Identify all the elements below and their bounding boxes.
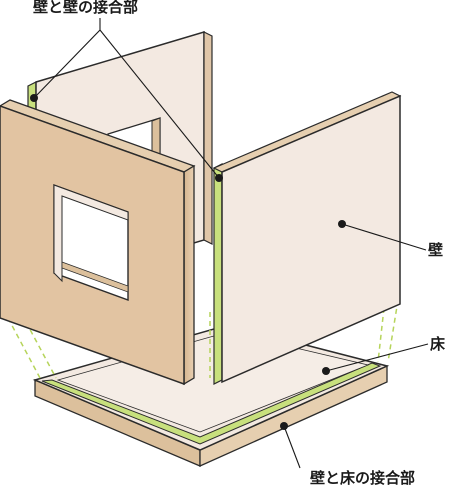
left-wall-window-depth	[53, 184, 129, 283]
right-wall-joint-edge	[213, 163, 223, 385]
left-wall-side-edge	[183, 164, 195, 386]
right-wall-face	[221, 94, 401, 384]
back-wall-side-edge	[203, 31, 213, 245]
dot-floor-joint	[280, 422, 288, 430]
right-wall-panel	[212, 91, 402, 385]
dot-wall	[338, 220, 346, 228]
floor-joint-strip	[41, 362, 382, 445]
leader-dots	[30, 94, 346, 430]
guide-left-outer	[7, 317, 41, 379]
guide-right-outer	[377, 307, 385, 363]
label-wall: 壁	[428, 241, 444, 259]
leader-lines	[33, 18, 429, 469]
window-view-floor	[61, 261, 129, 293]
leader-top-to-right-joint	[99, 29, 220, 179]
guide-right-inner	[387, 299, 399, 363]
dot-floor	[322, 367, 330, 375]
leader-floor	[325, 343, 429, 372]
dot-back-joint	[30, 94, 38, 102]
label-wall-wall-joint: 壁と壁の接合部	[33, 0, 139, 16]
joint-guide-lines	[7, 299, 399, 379]
label-wall-floor-joint: 壁と床の接合部	[310, 469, 416, 487]
label-floor: 床	[430, 335, 446, 353]
left-wall-panel	[0, 99, 196, 386]
leader-wall	[341, 223, 427, 251]
leader-floor-joint	[283, 425, 301, 469]
dot-right-joint	[215, 174, 223, 182]
guide-left-inner	[25, 321, 57, 379]
